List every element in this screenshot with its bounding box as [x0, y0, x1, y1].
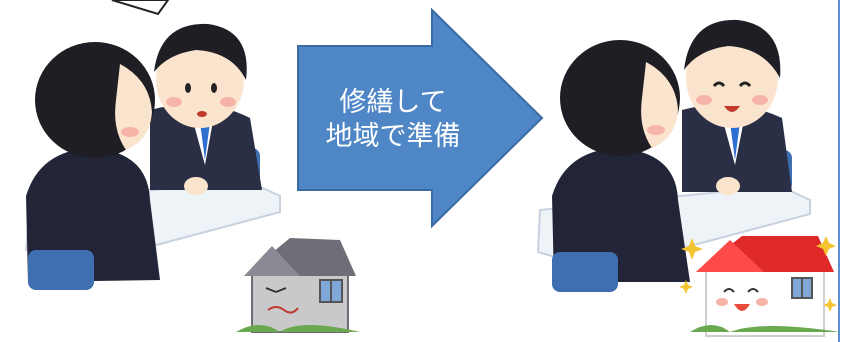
arrow-label-line2: 地域で準備	[325, 121, 461, 152]
arrow-shape	[297, 7, 544, 229]
speech-bubble-fragment	[111, 0, 170, 16]
frame-border-line	[838, 0, 840, 342]
banker-figure	[150, 23, 262, 195]
client-chair	[28, 250, 94, 290]
old-house-icon	[236, 238, 360, 333]
client-figure	[26, 42, 160, 282]
arrow-label: 修繕して 地域で準備	[298, 86, 488, 154]
arrow-label-line1: 修繕して	[339, 87, 447, 118]
